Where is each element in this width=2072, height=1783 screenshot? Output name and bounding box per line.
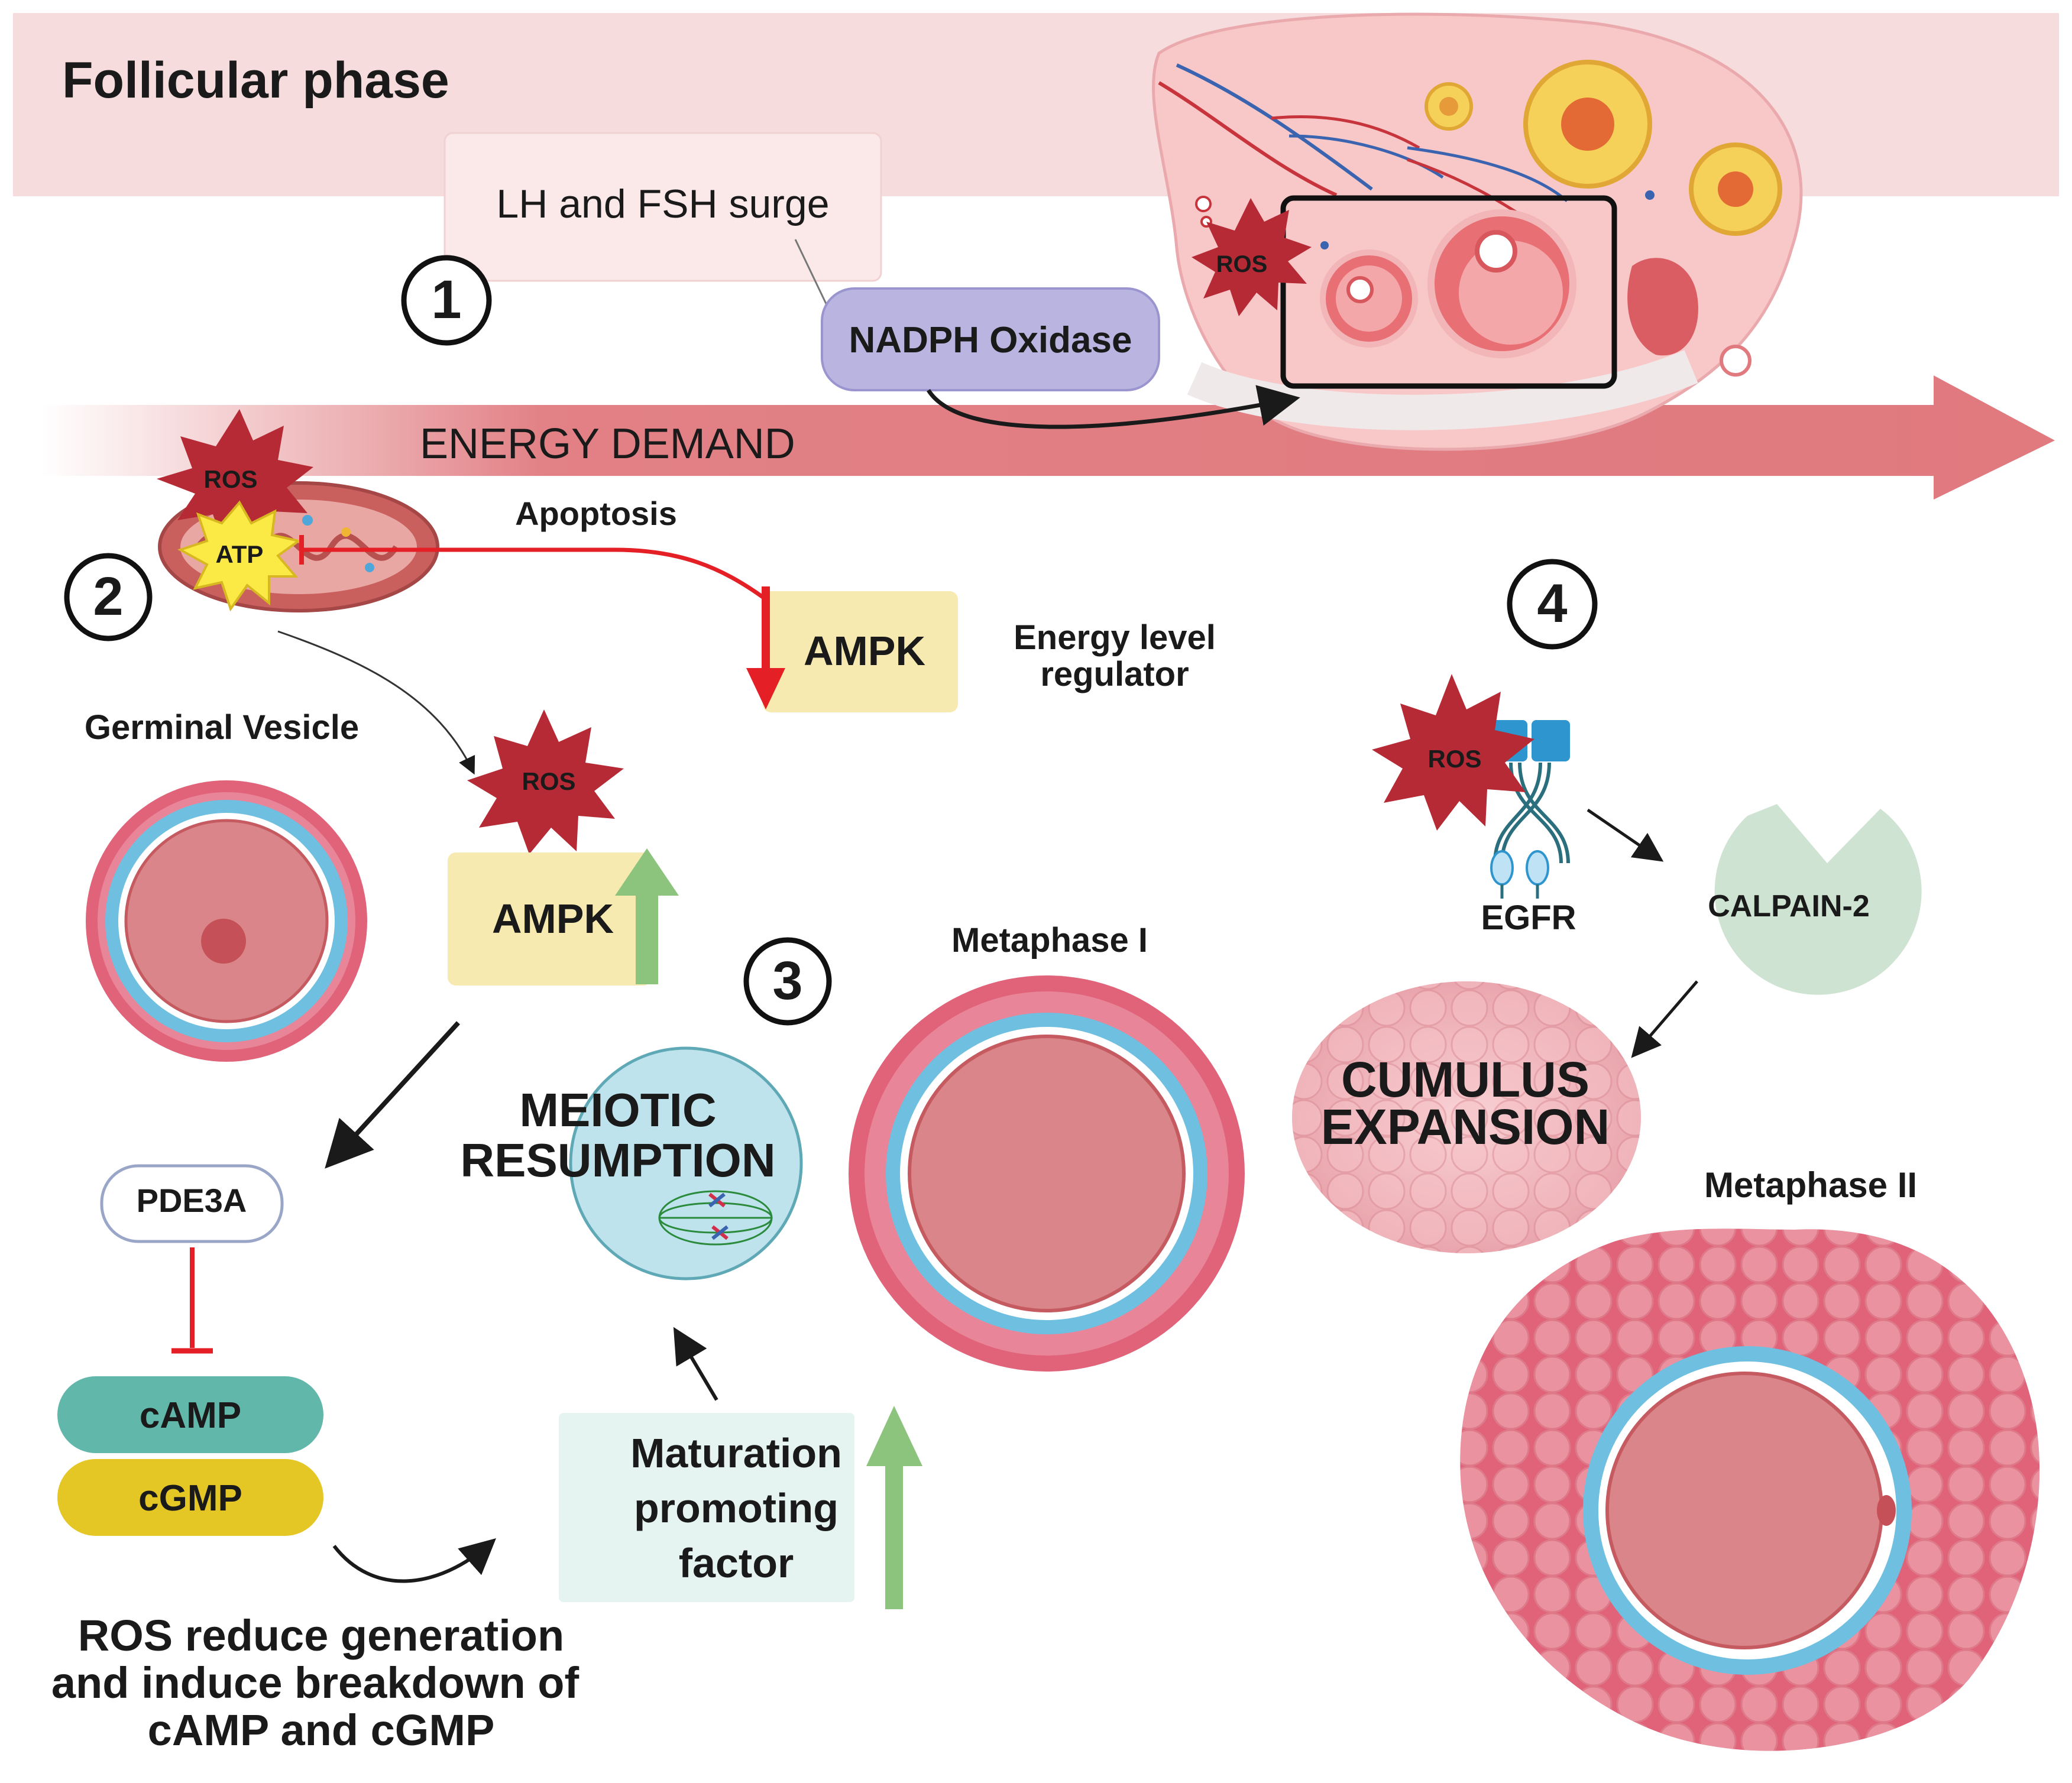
up-arrow-head-mpf [866, 1406, 922, 1466]
ros-star-mitochondrion [157, 409, 313, 547]
metaphase1-label: Metaphase I [951, 921, 1148, 959]
cumulus-line1: CUMULUS [1341, 1052, 1589, 1107]
follicle-highlight-box [1280, 195, 1617, 389]
germinal-vesicle-label: Germinal Vesicle [85, 708, 359, 747]
mpf-box [559, 1413, 854, 1602]
ampk-up-box [448, 852, 652, 985]
energy-regulator-line1: Energy level [1014, 618, 1216, 657]
up-arrow-shaft-ampk [636, 890, 658, 984]
calpain-shape [1714, 804, 1922, 995]
lh-fsh-label: LH and FSH surge [496, 181, 829, 226]
ros-star-ampk [467, 709, 624, 854]
cgmp-pill [57, 1459, 323, 1536]
camp-pill [57, 1376, 323, 1453]
mito-to-ros-arrow [277, 630, 475, 775]
meiotic-line2: RESUMPTION [460, 1134, 775, 1186]
cumulus-line2: EXPANSION [1321, 1099, 1610, 1155]
egfr-to-calpain-arrow [1587, 808, 1664, 862]
ampk-down-box [763, 591, 958, 712]
step-3-badge [743, 937, 832, 1026]
metaphase2-oocyte [1460, 1228, 2040, 1751]
energy-demand-label: ENERGY DEMAND [420, 420, 795, 468]
calpain-label: CALPAIN-2 [1708, 889, 1869, 923]
metaphase2-label: Metaphase II [1704, 1165, 1917, 1205]
calpain-to-cumulus-arrow [1631, 980, 1698, 1058]
pde3a-label: PDE3A [137, 1182, 247, 1219]
step-2-badge [64, 553, 153, 641]
lh-fsh-box [443, 132, 882, 282]
cgmp-label: cGMP [138, 1478, 242, 1519]
energy-demand-arrow [41, 375, 2055, 500]
mpf-line1: Maturation [630, 1430, 842, 1476]
up-arrow-shaft-mpf [885, 1454, 903, 1609]
up-arrow-head-ampk [615, 848, 679, 896]
camp-label: cAMP [140, 1395, 241, 1436]
step-2-number: 2 [93, 566, 123, 627]
nadph-to-follicle-arrow [927, 385, 1300, 429]
nadph-oxidase-label: NADPH Oxidase [849, 320, 1132, 361]
apoptosis-label: Apoptosis [515, 495, 677, 532]
ros-label-mitochondrion: ROS [203, 465, 257, 493]
ros-star-egfr [1372, 674, 1534, 831]
germinal-vesicle-oocyte [86, 780, 367, 1062]
apoptosis-inhibition-line [302, 547, 765, 599]
atp-label: ATP [216, 540, 264, 568]
step-4-badge [1507, 559, 1598, 650]
nadph-oxidase-box [821, 287, 1160, 391]
spindle-illustration [658, 1190, 773, 1246]
pde3a-box [100, 1164, 284, 1243]
ros-note-line3: cAMP and cGMP [148, 1706, 495, 1755]
ovary-illustration [1152, 12, 1803, 451]
ampk-down-label: AMPK [804, 628, 925, 674]
meiotic-cell [569, 1046, 803, 1280]
metaphase1-oocyte [849, 975, 1245, 1372]
down-arrow-head [746, 668, 785, 709]
ampk-to-pde3a-arrow [325, 1021, 460, 1169]
ros-note-line2: and induce breakdown of [51, 1658, 579, 1707]
header-title: Follicular phase [62, 52, 449, 109]
step-1-badge [401, 255, 492, 346]
cgmp-to-mpf-arrow [332, 1538, 496, 1583]
ros-label-ovary: ROS [1216, 251, 1268, 277]
atp-star [177, 500, 302, 612]
mpf-line3: factor [679, 1540, 794, 1586]
egfr-label: EGFR [1481, 899, 1576, 937]
mpf-line2: promoting [634, 1485, 838, 1531]
down-arrow-shaft [762, 586, 770, 681]
ampk-up-label: AMPK [492, 896, 614, 942]
ros-label-egfr: ROS [1427, 745, 1481, 773]
step-3-number: 3 [772, 951, 802, 1011]
mpf-to-meiosis-arrow [673, 1327, 718, 1401]
energy-regulator-line2: regulator [1040, 655, 1189, 693]
ros-star-ovary [1192, 198, 1312, 316]
step-1-number: 1 [431, 270, 461, 330]
cumulus-mass [1292, 981, 1641, 1253]
meiotic-line1: MEIOTIC [519, 1084, 716, 1136]
step-4-number: 4 [1537, 573, 1567, 634]
ros-label-ampk: ROS [522, 767, 575, 795]
lh-to-nadph-connector [794, 239, 829, 308]
ros-note-line1: ROS reduce generation [78, 1611, 564, 1660]
